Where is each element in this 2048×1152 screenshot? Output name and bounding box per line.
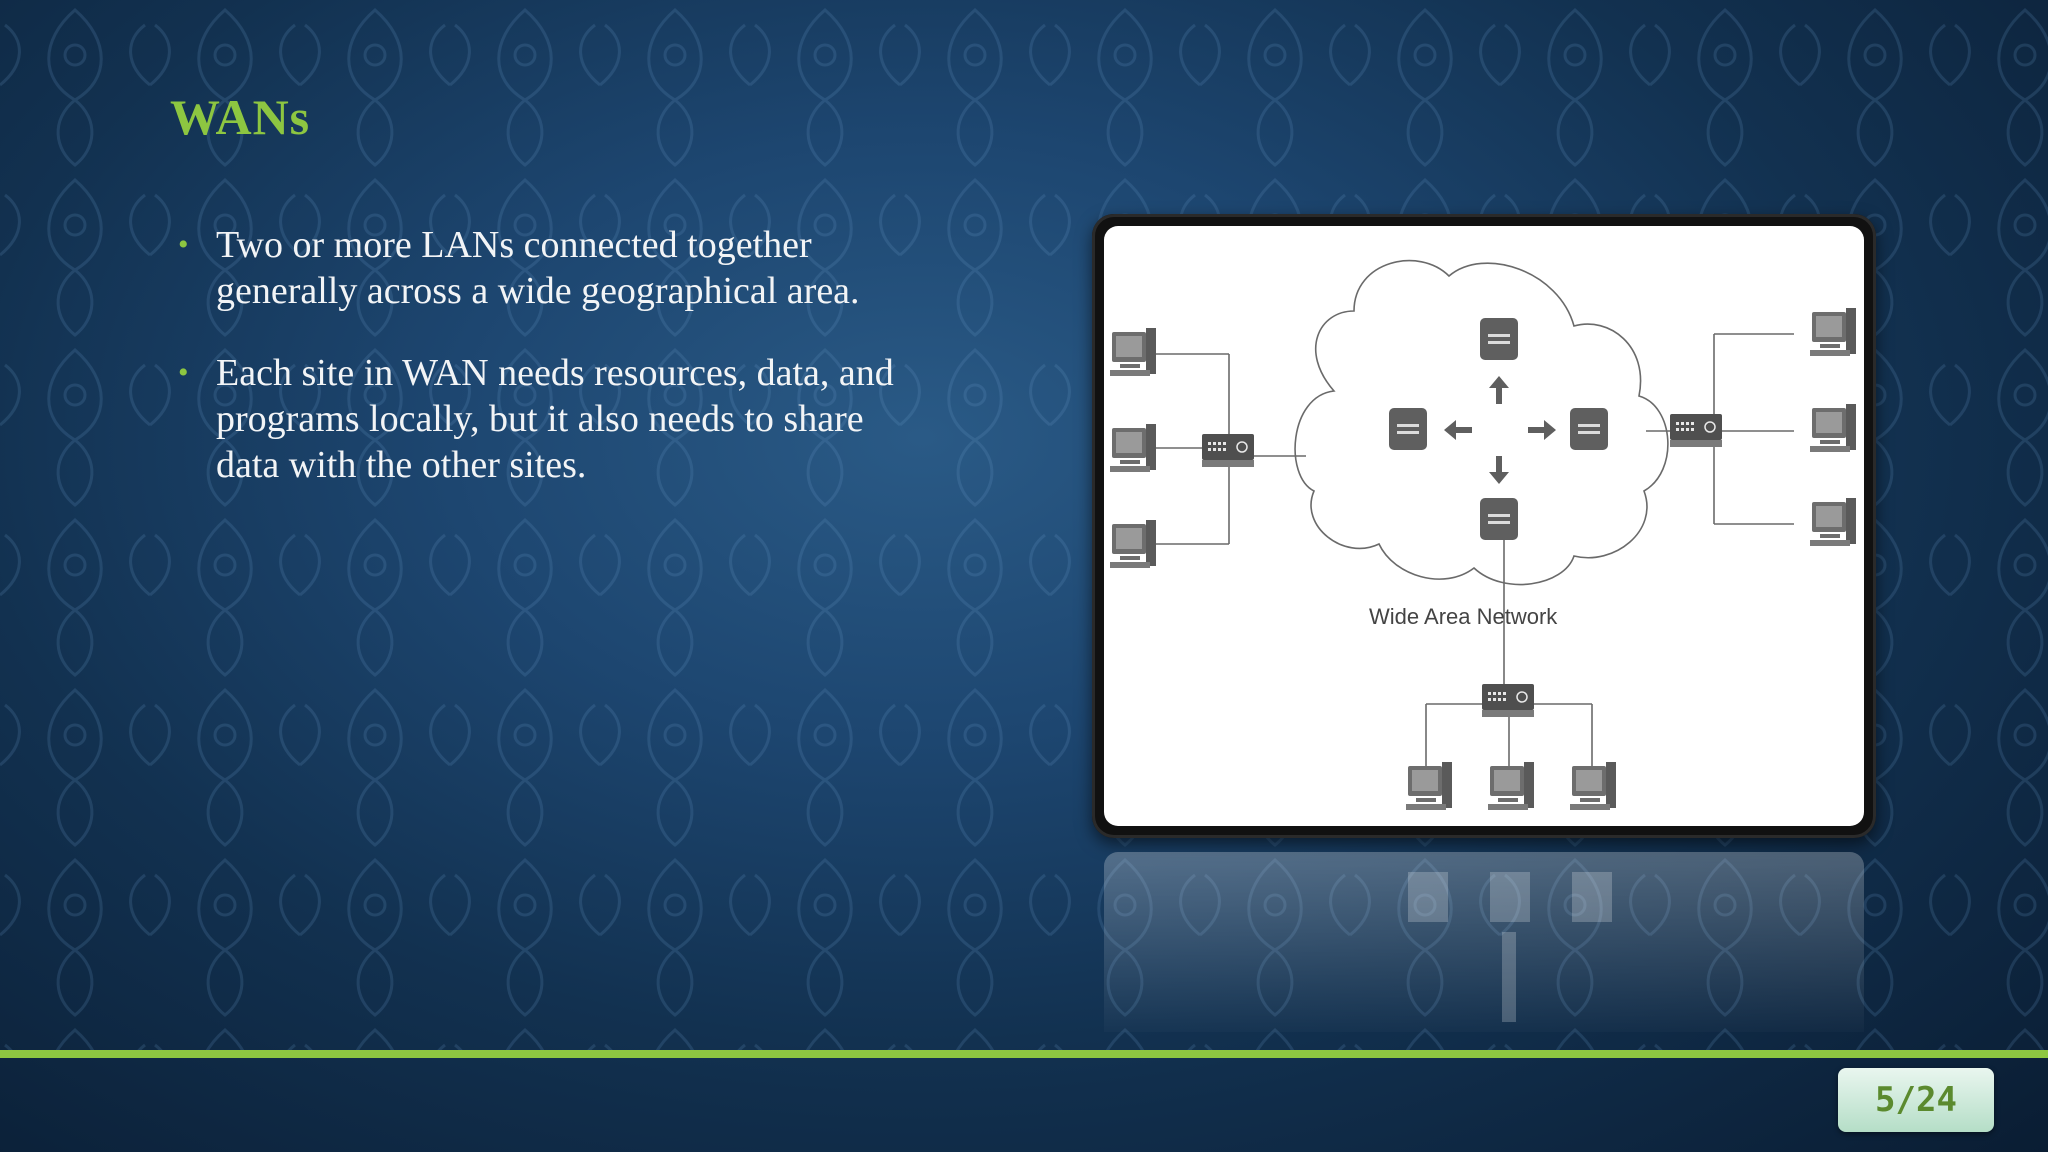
cloud-shape: [1294, 259, 1669, 586]
switch-node-icon: [1480, 318, 1518, 360]
computer-icon: [1406, 762, 1452, 810]
router-icon: [1201, 433, 1255, 468]
reflection-pcs: [1408, 872, 1612, 1022]
direction-arrows-icon: [1444, 376, 1556, 484]
computer-icon: [1488, 762, 1534, 810]
computer-icon: [1810, 498, 1856, 546]
router-icon: [1669, 413, 1723, 448]
bullet-text: Each site in WAN needs resources, data, …: [216, 352, 894, 486]
bullet-marker: •: [178, 356, 189, 389]
wan-diagram: Wide Area Network: [1110, 259, 1856, 810]
switch-node-icon: [1480, 498, 1518, 540]
bullet-item: • Each site in WAN needs resources, data…: [178, 350, 918, 488]
slide-title: WANs: [170, 89, 311, 145]
router-icon: [1481, 683, 1535, 718]
computer-icon: [1110, 520, 1156, 568]
computer-icon: [1810, 308, 1856, 356]
page-indicator: 5/24: [1838, 1068, 1994, 1132]
diagram-frame: Wide Area Network: [1092, 214, 1876, 838]
wan-diagram-image: Wide Area Network: [1104, 226, 1864, 826]
computer-icon: [1110, 424, 1156, 472]
cloud-label: Wide Area Network: [1369, 604, 1558, 629]
switch-node-icon: [1570, 408, 1608, 450]
computer-icon: [1110, 328, 1156, 376]
computer-icon: [1810, 404, 1856, 452]
footer-divider: [0, 1050, 2048, 1058]
bullet-text: Two or more LANs connected together gene…: [216, 224, 860, 312]
bullet-item: • Two or more LANs connected together ge…: [178, 222, 918, 314]
computer-icon: [1570, 762, 1616, 810]
diagram-reflection: [1104, 852, 1864, 1032]
bullet-list: • Two or more LANs connected together ge…: [178, 222, 918, 524]
switch-node-icon: [1389, 408, 1427, 450]
bullet-marker: •: [178, 228, 189, 261]
